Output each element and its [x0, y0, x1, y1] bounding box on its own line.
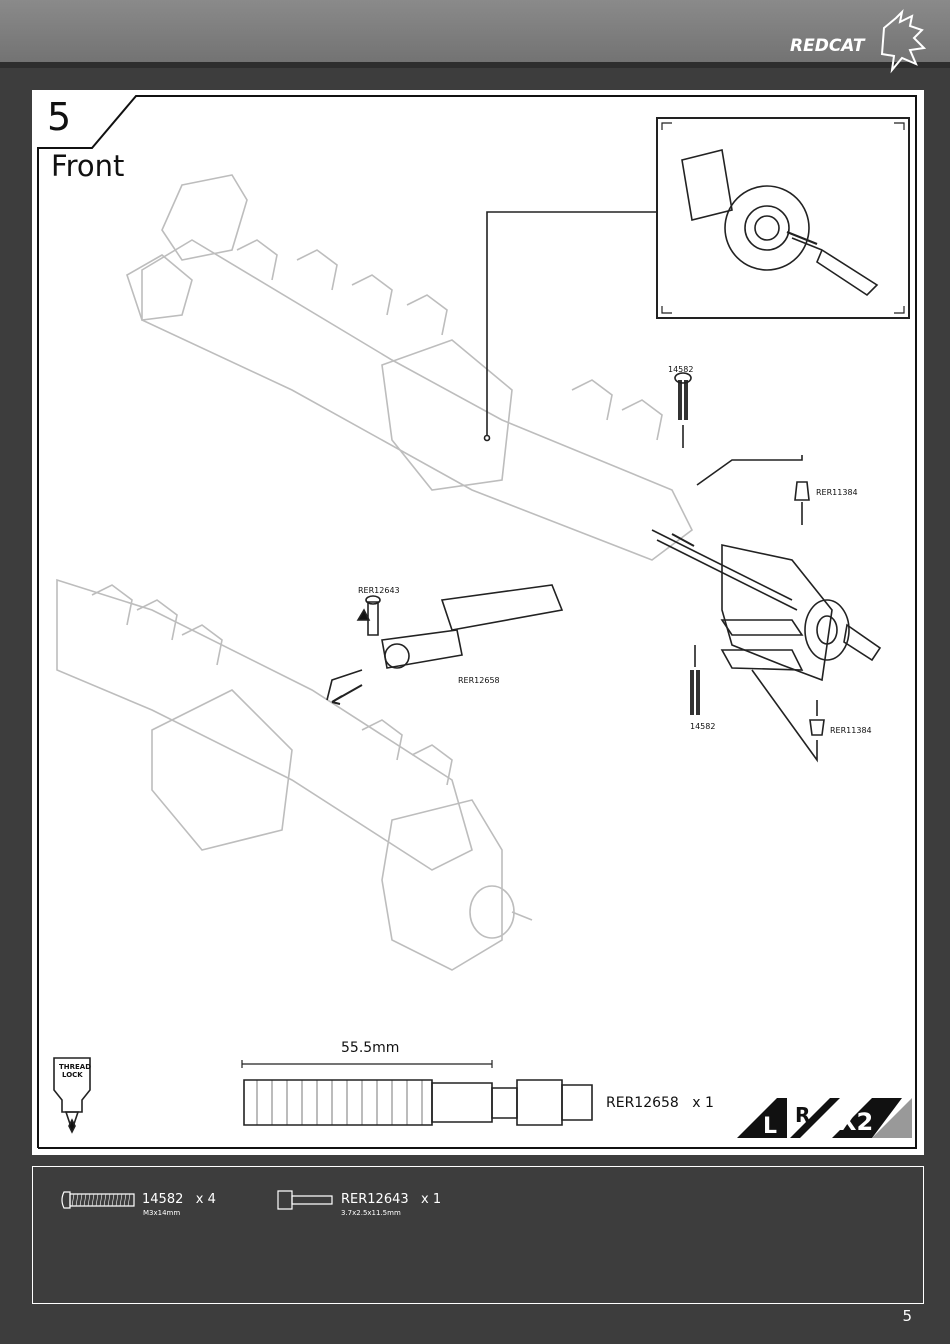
badge-left: L [763, 1114, 777, 1139]
hw-part-1: 14582 [142, 1192, 183, 1207]
hw-item-2: RER12643 x 1 [341, 1192, 441, 1207]
brand-text: REDCAT [790, 36, 866, 56]
badge-right: R [795, 1103, 810, 1127]
hw-item-1: 14582 x 4 [142, 1192, 216, 1207]
hw-spec-1: M3x14mm [143, 1209, 180, 1217]
thread-lock-line1: THREAD [59, 1063, 91, 1071]
hw-qty-2: x 1 [421, 1192, 441, 1207]
callout-bushing-lower: RER11384 [830, 726, 872, 735]
hw-part-2: RER12643 [341, 1192, 409, 1207]
shaft-part-number: RER12658 [606, 1095, 679, 1111]
pin-icon [278, 1191, 292, 1209]
callout-pin: RER12643 [358, 586, 400, 595]
callout-screw-bottom: 14582 [690, 722, 715, 731]
callout-driveshaft: RER12658 [458, 676, 500, 685]
page-number: 5 [902, 1307, 912, 1325]
hw-spec-2: 3.7x2.5x11.5mm [341, 1209, 401, 1217]
shaft-qty: x 1 [692, 1095, 714, 1111]
shaft-length: 55.5mm [341, 1040, 399, 1056]
hardware-box [32, 1166, 924, 1304]
badge-multiplier: X2 [838, 1108, 873, 1136]
button-head-screw-icon [62, 1192, 70, 1208]
callout-bushing-upper: RER11384 [816, 488, 858, 497]
shaft-part-qty: RER12658 x 1 [606, 1095, 714, 1111]
callout-screw-top: 14582 [668, 365, 693, 374]
hw-qty-1: x 4 [196, 1192, 216, 1207]
assembly-diagram: L R X2 THREAD LOCK [32, 90, 924, 1155]
thread-lock-line2: LOCK [62, 1071, 83, 1079]
cat-head-icon [882, 12, 924, 70]
redcat-logo: REDCAT [784, 8, 934, 78]
